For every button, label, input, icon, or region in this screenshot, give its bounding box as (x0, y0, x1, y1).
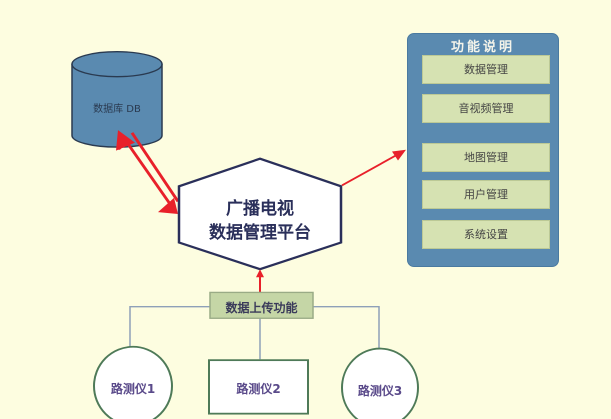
feature-user-management: 用户管理 (422, 180, 550, 209)
feature-data-management: 数据管理 (422, 55, 550, 84)
database-cylinder (71, 51, 163, 148)
upload-label: 数据上传功能 (225, 300, 298, 315)
platform-features-arrow (341, 149, 406, 187)
device-connectors (129, 306, 380, 360)
device-1-circle (93, 345, 173, 419)
device-2-label: 路测仪2 (236, 381, 281, 396)
platform-title-line2: 数据管理平台 (209, 222, 311, 243)
device-1-label: 路测仪1 (110, 381, 156, 396)
upload-arrow (256, 269, 264, 293)
device-2-box (208, 359, 309, 415)
feature-map-management: 地图管理 (422, 143, 550, 172)
upload-box (209, 291, 314, 319)
feature-av-management: 音视频管理 (422, 94, 550, 123)
platform-title-line1: 广播电视 (226, 199, 294, 220)
device-3-circle (341, 347, 419, 419)
device-3-label: 路测仪3 (357, 383, 403, 398)
features-title: 功能说明 (450, 40, 515, 55)
database-label: 数据库 DB (93, 103, 141, 115)
features-panel: 功能说明 数据管理 音视频管理 地图管理 用户管理 系统设置 (407, 33, 559, 267)
db-platform-double-arrow (116, 130, 180, 214)
feature-system-settings: 系统设置 (422, 220, 550, 249)
